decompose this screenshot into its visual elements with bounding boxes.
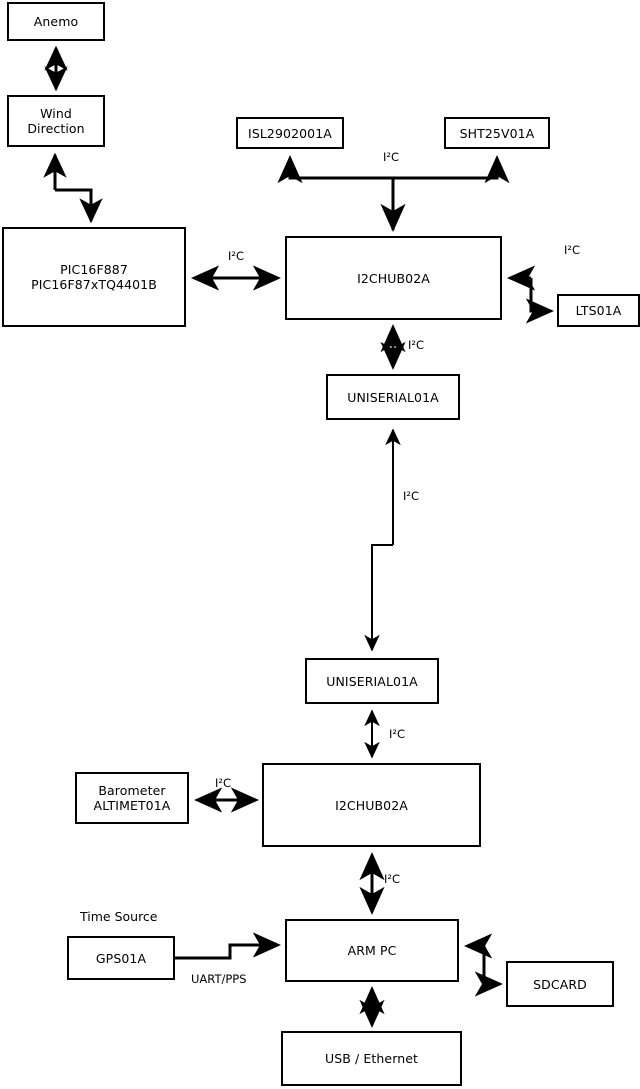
node-pic-mcu[interactable]: PIC16F887 PIC16F87xTQ4401B [2,227,186,327]
edge-label-i2c-hub-armpc: I²C [384,872,401,886]
node-wind-direction-label: Wind Direction [27,106,85,136]
node-arm-pc-label: ARM PC [347,943,397,958]
node-usb-ethernet[interactable]: USB / Ethernet [281,1031,462,1086]
node-usb-ethernet-label: USB / Ethernet [324,1051,419,1066]
edge-label-i2c-hub-uniserial: I²C [408,338,425,352]
node-i2chub02a-bottom[interactable]: I2CHUB02A [262,763,481,847]
node-uniserial01a-bottom-label: UNISERIAL01A [326,673,418,689]
node-barometer-altimet01a[interactable]: Barometer ALTIMET01A [75,772,189,824]
node-i2chub02a-bottom-label: I2CHUB02A [335,797,408,813]
edge-label-i2c-uniserial-link: I²C [403,489,420,503]
edge-label-i2c-sensors-hub: I²C [383,150,400,164]
node-gps01a[interactable]: GPS01A [67,936,175,980]
node-arm-pc[interactable]: ARM PC [285,919,459,982]
node-isl2902001a-label: ISL2902001A [248,125,332,141]
label-time-source: Time Source [80,909,158,924]
edge-label-i2c-pic-hub: I²C [228,249,245,263]
node-uniserial01a-top[interactable]: UNISERIAL01A [326,374,460,420]
node-uniserial01a-bottom[interactable]: UNISERIAL01A [305,658,439,704]
edge-label-uart-pps: UART/PPS [191,972,247,986]
node-isl2902001a[interactable]: ISL2902001A [236,117,344,149]
node-i2chub02a-top-label: I2CHUB02A [357,270,430,286]
edge-label-i2c-barometer-hub: I²C [215,776,232,790]
node-uniserial01a-top-label: UNISERIAL01A [347,389,439,405]
node-lts01a[interactable]: LTS01A [557,294,640,327]
node-gps01a-label: GPS01A [95,950,147,966]
edge-label-i2c-hub-lts: I²C [564,243,581,257]
node-i2chub02a-top[interactable]: I2CHUB02A [285,236,502,320]
node-lts01a-label: LTS01A [575,303,622,318]
line-hubtop-lts [506,265,555,324]
node-sht25v01a-label: SHT25V01A [459,125,535,141]
node-barometer-altimet01a-label: Barometer ALTIMET01A [93,783,171,813]
node-wind-direction[interactable]: Wind Direction [7,95,105,147]
node-sht25v01a[interactable]: SHT25V01A [444,117,550,149]
node-sdcard[interactable]: SDCARD [506,961,614,1007]
node-anemo[interactable]: Anemo [7,2,105,41]
node-pic-mcu-label: PIC16F887 PIC16F87xTQ4401B [31,262,157,292]
line-hubtop-sensors [277,154,510,233]
line-uniserial-link [364,428,401,652]
node-anemo-label: Anemo [33,14,79,29]
line-gps-armpc [175,932,282,960]
edge-label-i2c-uni-hub-lower: I²C [389,727,406,741]
line-armpc-sdcard [463,933,504,997]
line-wind-pic [43,152,103,224]
node-sdcard-label: SDCARD [533,976,587,992]
